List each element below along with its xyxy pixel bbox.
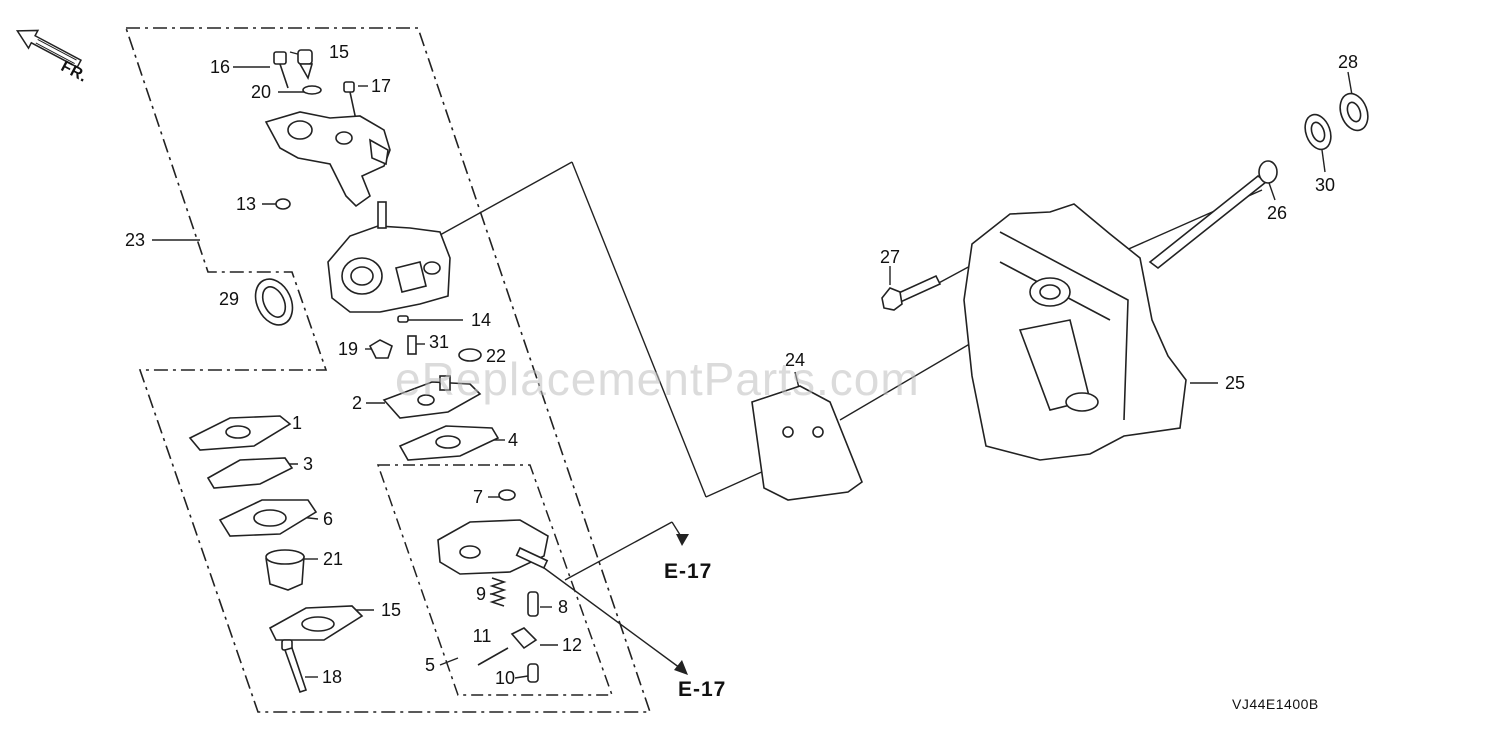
subassembly-body	[437, 519, 549, 575]
cup-21	[265, 555, 305, 591]
part-label-12: 12	[561, 635, 583, 655]
gasket-24	[751, 385, 863, 501]
part-label-27: 27	[879, 247, 901, 267]
part-label-3: 3	[302, 454, 314, 474]
part-label-24: 24	[784, 350, 806, 370]
part-label-6: 6	[322, 509, 334, 529]
part-label-20: 20	[250, 82, 272, 102]
part-label-16: 15	[328, 42, 350, 62]
part-label-21: 21	[322, 549, 344, 569]
part-label-29: 29	[218, 289, 240, 309]
subassembly-5-outline	[376, 464, 614, 696]
carburetor-top-body	[264, 111, 391, 208]
part-label-25: 25	[1224, 373, 1246, 393]
diaphragm-3	[206, 457, 294, 489]
part-label-31: 31	[428, 332, 450, 352]
part-label-17b: 17	[370, 76, 392, 96]
part-label-5: 5	[424, 655, 436, 675]
part-label-18: 18	[321, 667, 343, 687]
part-label-26: 26	[1266, 203, 1288, 223]
bracket-25	[963, 203, 1187, 461]
part-label-4: 4	[507, 430, 519, 450]
part-label-19: 19	[337, 339, 359, 359]
diagram-code: VJ44E1400B	[1232, 696, 1319, 712]
part-label-13: 13	[235, 194, 257, 214]
front-direction-arrow	[15, 29, 83, 69]
part-label-11: 11	[472, 626, 492, 646]
part-label-17a: 16	[209, 57, 231, 77]
part-label-7: 7	[472, 487, 484, 507]
part-label-30: 30	[1314, 175, 1336, 195]
reference-label-e17-lower: E-17	[678, 678, 727, 701]
part-label-22: 22	[485, 346, 507, 366]
part-label-10: 10	[494, 668, 516, 688]
part-label-23: 23	[124, 230, 146, 250]
part-label-8: 8	[557, 597, 569, 617]
reference-label-e17-upper: E-17	[664, 560, 713, 583]
part-label-28: 28	[1337, 52, 1359, 72]
part-label-14: 14	[470, 310, 492, 330]
assembly-23-outline	[124, 27, 652, 713]
part-label-15: 15	[380, 600, 402, 620]
part-label-9: 9	[475, 584, 487, 604]
part-label-1: 1	[291, 413, 303, 433]
part-label-2: 2	[351, 393, 363, 413]
